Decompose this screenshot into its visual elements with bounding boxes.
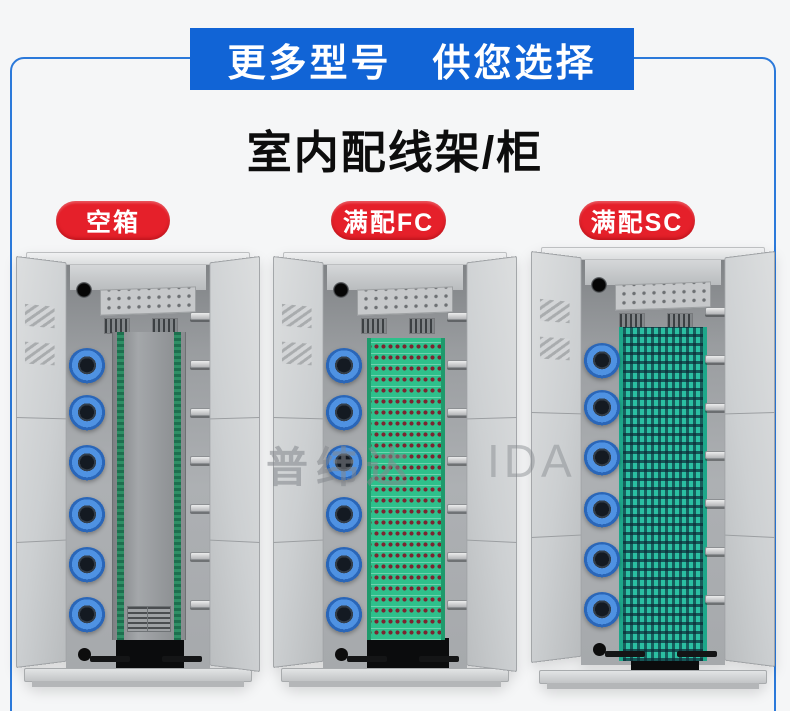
door-seam xyxy=(725,534,775,538)
door-seam xyxy=(467,417,517,420)
fiber-spool xyxy=(68,395,106,431)
empty-frame-panel xyxy=(112,332,186,640)
fc-adapter-panel xyxy=(367,338,445,640)
page-title: 室内配线架/柜 xyxy=(246,127,544,178)
door-vents xyxy=(281,303,312,329)
fiber-spool xyxy=(325,445,363,481)
fiber-spool xyxy=(583,343,621,379)
fiber-spool xyxy=(583,390,621,426)
cabinet-ceiling xyxy=(327,264,463,290)
door-vents xyxy=(539,336,570,361)
cable-entry-hole xyxy=(591,277,607,293)
door-seam xyxy=(16,417,66,420)
fiber-spool xyxy=(583,592,621,628)
cable-entry-hole xyxy=(593,643,606,656)
door-seam xyxy=(467,539,517,543)
splice-block xyxy=(147,606,171,632)
fiber-spool xyxy=(325,395,363,431)
open-door-right xyxy=(724,251,775,667)
base-slot xyxy=(419,656,459,662)
cabinet-base xyxy=(281,668,509,682)
open-door-left xyxy=(16,256,67,668)
base-slot xyxy=(90,656,130,662)
fiber-spool xyxy=(583,492,621,528)
fiber-spool xyxy=(325,547,363,583)
base-slot xyxy=(347,656,387,662)
open-door-left xyxy=(273,256,324,668)
top-banner: 更多型号 供您选择 xyxy=(190,28,634,90)
open-door-right xyxy=(466,256,517,672)
fiber-spool xyxy=(325,348,363,384)
fiber-spool xyxy=(583,440,621,476)
base-slot xyxy=(605,651,645,657)
perforated-tray xyxy=(100,286,196,316)
fiber-spool xyxy=(68,597,106,633)
door-seam xyxy=(531,412,581,415)
door-seam xyxy=(16,539,66,543)
base-slot xyxy=(677,651,717,657)
door-seam xyxy=(210,539,260,543)
fiber-spool xyxy=(68,497,106,533)
cabinet-base xyxy=(289,681,501,687)
cabinet-photo-empty xyxy=(12,252,264,688)
perforated-tray xyxy=(357,286,453,316)
cable-entry-hole xyxy=(335,648,348,661)
door-vents xyxy=(281,341,312,366)
variant-label-fc: 满配FC xyxy=(331,201,446,240)
base-slot xyxy=(162,656,202,662)
door-seam xyxy=(531,534,581,538)
cabinet-ceiling xyxy=(70,264,206,290)
door-seam xyxy=(273,539,323,543)
cabinet-base xyxy=(539,670,767,684)
fiber-spool xyxy=(583,542,621,578)
cabinet-base xyxy=(32,681,244,687)
fiber-spool xyxy=(325,497,363,533)
door-vents xyxy=(24,341,55,366)
cabinet-photo-sc xyxy=(527,247,779,690)
banner-text: 更多型号 供您选择 xyxy=(227,42,597,85)
door-seam xyxy=(273,417,323,420)
door-vents xyxy=(539,298,570,324)
door-seam xyxy=(210,417,260,420)
fiber-spool xyxy=(68,547,106,583)
cable-entry-hole xyxy=(78,648,91,661)
cable-entry-hole xyxy=(333,282,349,298)
open-door-right xyxy=(209,256,260,672)
door-seam xyxy=(725,412,775,415)
cabinet-base xyxy=(24,668,252,682)
fiber-spool xyxy=(68,445,106,481)
vent-block xyxy=(409,318,435,334)
door-vents xyxy=(24,303,55,329)
sc-adapter-panel xyxy=(619,327,707,661)
variant-label-sc: 满配SC xyxy=(579,201,695,240)
open-door-left xyxy=(531,251,582,663)
vent-block xyxy=(361,318,387,334)
cable-entry-hole xyxy=(76,282,92,298)
cabinet-photo-fc xyxy=(269,252,521,688)
cabinet-base xyxy=(547,683,759,689)
cabinet-ceiling xyxy=(585,259,721,285)
perforated-tray xyxy=(615,281,711,311)
fiber-spool xyxy=(68,348,106,384)
variant-label-empty: 空箱 xyxy=(56,201,170,240)
fiber-spool xyxy=(325,597,363,633)
